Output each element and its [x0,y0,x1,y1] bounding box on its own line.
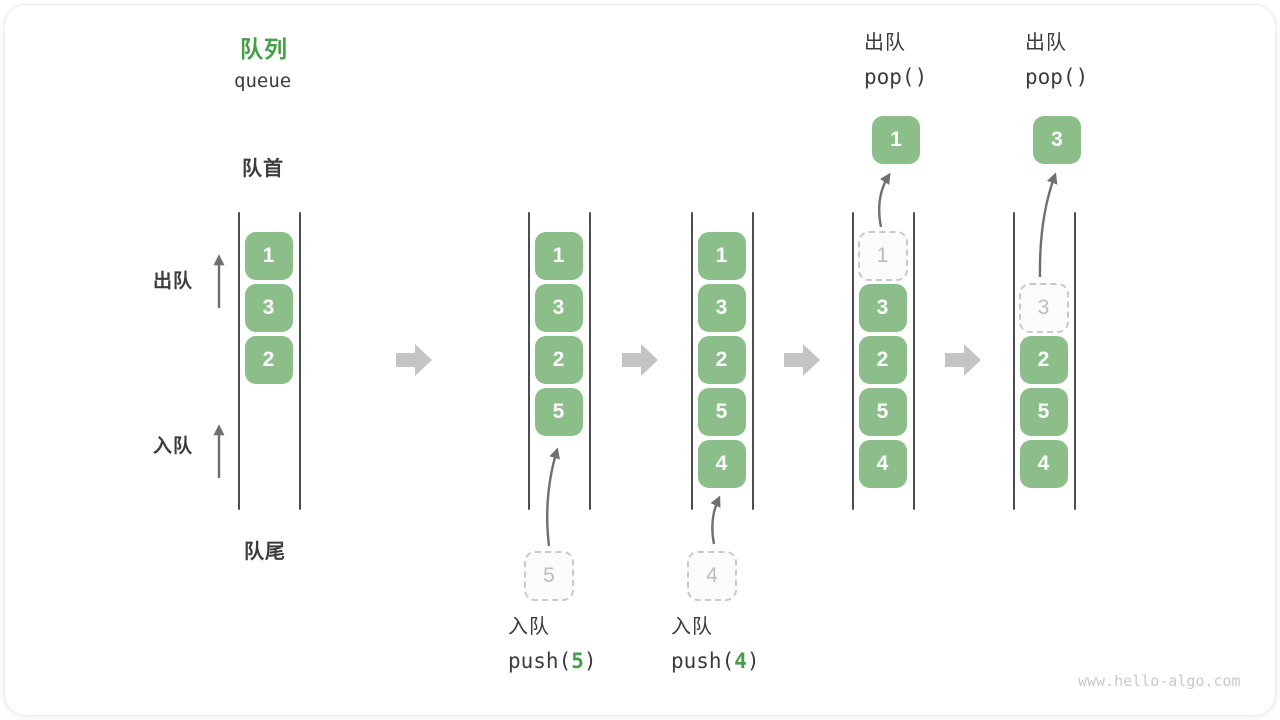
queue-slot-box: 5 [858,388,907,436]
queue-slot-box: 3 [244,284,293,332]
queue-slot-box: 1 [244,232,293,280]
code-prefix: push( [508,649,572,673]
operation-label-zh: 入队 [671,616,713,638]
code-suffix: ) [746,649,760,673]
queue-slot-box: 2 [534,336,583,384]
operation-label-group: 入队 push(4) [671,610,760,678]
diagram-title-en: queue [234,70,292,92]
operation-label-zh: 入队 [508,616,550,638]
operation-code: pop() [864,60,927,94]
container-wall-left [238,212,240,510]
queue-slot-box: 4 [1019,440,1068,488]
container-wall-right [752,212,754,510]
queue-slot-box: 3 [858,284,907,332]
operation-label-zh: 出队 [1025,32,1067,54]
enqueue-side-label: 入队 [153,436,194,457]
state-transition-arrow [945,343,981,377]
container-wall-left [852,212,854,510]
incoming-item-box: 5 [524,551,574,601]
container-wall-right [913,212,915,510]
operation-label-group: 出队 pop() [1025,26,1088,94]
queue-slot-box: 5 [1019,388,1068,436]
watermark: www.hello-algo.com [1078,672,1241,690]
operation-label-group: 出队 pop() [864,26,927,94]
queue-rear-label: 队尾 [244,541,286,563]
queue-slot-box: 3 [697,284,746,332]
queue-front-label: 队首 [242,158,284,180]
dequeue-side-label: 出队 [153,271,194,292]
code-suffix: ) [583,649,597,673]
queue-slot-box: 2 [244,336,293,384]
code-prefix: pop() [1025,65,1089,89]
diagram-title-zh: 队列 [240,36,288,62]
container-wall-right [589,212,591,510]
queue-slot-box: 5 [534,388,583,436]
operation-code: pop() [1025,60,1088,94]
code-argument: 4 [734,649,747,673]
container-wall-right [1074,212,1076,510]
queue-slot-box: 5 [697,388,746,436]
state-transition-arrow [784,343,820,377]
container-wall-right [299,212,301,510]
queue-slot-box: 3 [534,284,583,332]
code-prefix: push( [671,649,735,673]
operation-code: push(4) [671,644,760,678]
operation-label-zh: 出队 [864,32,906,54]
queue-slot-box: 2 [858,336,907,384]
dashed-slot-box: 3 [1018,283,1069,333]
popped-item-box: 3 [1033,116,1081,164]
queue-slot-box: 2 [697,336,746,384]
queue-slot-box: 4 [697,440,746,488]
popped-item-box: 1 [872,116,920,164]
queue-slot-box: 4 [858,440,907,488]
code-prefix: pop() [864,65,928,89]
operation-code: push(5) [508,644,597,678]
state-transition-arrow [395,343,432,377]
container-wall-left [691,212,693,510]
queue-slot-box: 1 [534,232,583,280]
container-wall-left [1013,212,1015,510]
queue-slot-box: 2 [1019,336,1068,384]
code-argument: 5 [571,649,584,673]
incoming-item-box: 4 [687,551,737,601]
dashed-slot-box: 1 [857,231,908,281]
state-transition-arrow [622,343,658,377]
operation-label-group: 入队 push(5) [508,610,597,678]
queue-slot-box: 1 [697,232,746,280]
container-wall-left [528,212,530,510]
